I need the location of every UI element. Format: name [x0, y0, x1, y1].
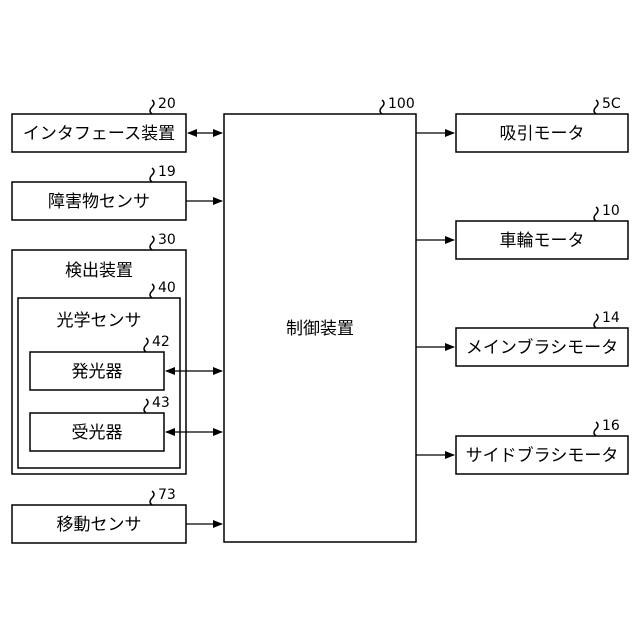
wheel-motor-ref: 10 — [602, 203, 620, 219]
receiver-label: 受光器 — [72, 423, 123, 443]
ref-leader-receiver — [144, 399, 148, 413]
motion-sensor-ref: 73 — [158, 487, 176, 503]
side-brush-motor-label: サイドブラシモータ — [466, 445, 619, 466]
emitter-ref: 42 — [152, 334, 170, 350]
ref-leader-wheel — [594, 207, 598, 221]
interface-label: インタフェース装置 — [23, 124, 175, 144]
main-brush-motor-ref: 14 — [602, 310, 620, 326]
detection-label: 検出装置 — [65, 261, 133, 281]
controller-ref: 100 — [388, 96, 415, 112]
suction-motor-ref: 5C — [602, 96, 621, 112]
emitter-label: 発光器 — [72, 362, 123, 382]
controller-label: 制御装置 — [286, 319, 354, 339]
ref-leader-detection — [150, 236, 154, 250]
ref-leader-suction — [594, 100, 598, 114]
ref-leader-interface — [150, 100, 154, 114]
ref-leader-motion — [150, 491, 154, 505]
receiver-ref: 43 — [152, 395, 170, 411]
ref-leader-controller — [380, 100, 384, 114]
suction-motor-label: 吸引モータ — [500, 124, 585, 144]
interface-ref: 20 — [158, 96, 176, 112]
obstacle-sensor-label: 障害物センサ — [48, 192, 150, 212]
ref-leader-emitter — [144, 338, 148, 352]
optical-sensor-ref: 40 — [158, 280, 176, 296]
main-brush-motor-label: メインブラシモータ — [466, 337, 618, 358]
ref-leader-main-brush — [594, 314, 598, 328]
ref-leader-obstacle — [150, 168, 154, 182]
side-brush-motor-ref: 16 — [602, 418, 620, 434]
optical-sensor-label: 光学センサ — [57, 311, 142, 331]
wheel-motor-label: 車輪モータ — [500, 231, 585, 251]
ref-leader-side-brush — [594, 422, 598, 436]
obstacle-sensor-ref: 19 — [158, 164, 176, 180]
motion-sensor-label: 移動センサ — [57, 515, 142, 535]
ref-leader-optical — [150, 284, 154, 298]
detection-ref: 30 — [158, 232, 176, 248]
